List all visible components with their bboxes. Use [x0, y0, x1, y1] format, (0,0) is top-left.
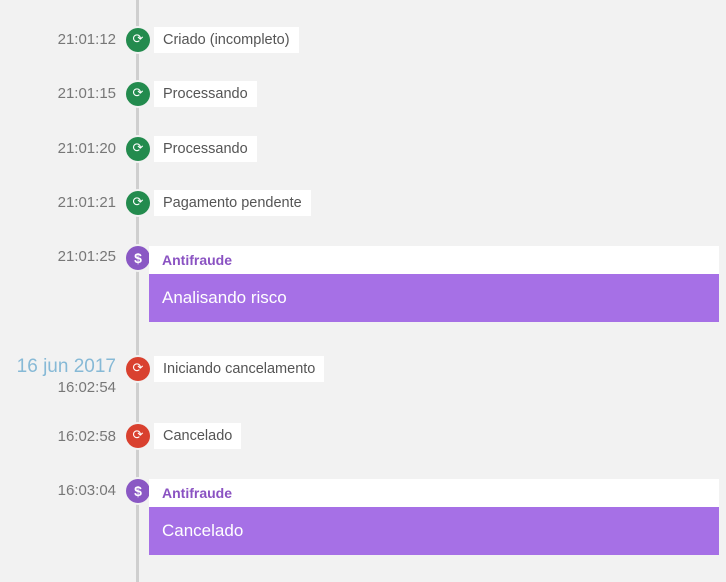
event-date: 16 jun 2017: [16, 356, 116, 377]
dollar-icon: $: [126, 479, 150, 503]
event-time: 21:01:20: [57, 140, 116, 157]
event-label: Cancelado: [154, 423, 242, 449]
event-label: Criado (incompleto): [154, 27, 299, 53]
refresh-icon: ⟳: [126, 28, 150, 52]
event-label: Processando: [154, 136, 257, 162]
refresh-icon: ⟳: [126, 82, 150, 106]
event-time: 21:01:12: [57, 31, 116, 48]
refresh-icon: ⟳: [126, 191, 150, 215]
card-detail: Cancelado: [149, 507, 719, 555]
refresh-icon: ⟳: [126, 357, 150, 381]
card-title: Antifraude: [149, 479, 719, 507]
timeline-line: [136, 0, 139, 582]
event-label: Processando: [154, 81, 257, 107]
event-time: 21:01:21: [57, 194, 116, 211]
card-title: Antifraude: [149, 246, 719, 274]
refresh-icon: ⟳: [126, 137, 150, 161]
event-time: 16:02:54: [57, 379, 116, 396]
refresh-icon: ⟳: [126, 424, 150, 448]
event-time: 16:03:04: [57, 482, 116, 499]
event-label: Iniciando cancelamento: [154, 356, 325, 382]
antifraude-card: Antifraude Analisando risco: [149, 246, 719, 322]
event-label: Pagamento pendente: [154, 190, 311, 216]
event-time: 21:01:15: [57, 85, 116, 102]
antifraude-card: Antifraude Cancelado: [149, 479, 719, 555]
event-time: 16:02:58: [57, 428, 116, 445]
event-time: 21:01:25: [57, 248, 116, 265]
card-detail: Analisando risco: [149, 274, 719, 322]
dollar-icon: $: [126, 246, 150, 270]
